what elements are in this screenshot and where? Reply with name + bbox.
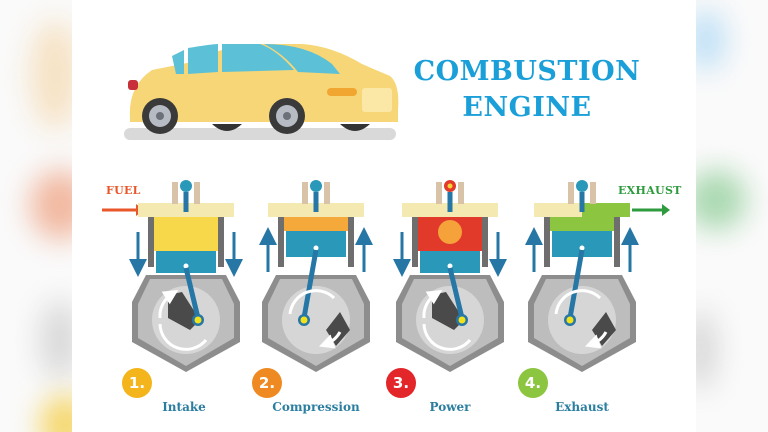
stroke-label-intake: Intake	[162, 400, 206, 414]
diagram-canvas: COMBUSTION ENGINE FUEL EXHAUST 1. 2. 3. …	[72, 0, 696, 432]
fuel-label: FUEL	[106, 184, 141, 197]
exhaust-arrow-icon	[632, 204, 670, 216]
stroke-label-compression: Compression	[272, 400, 360, 414]
cylinder-intake	[129, 180, 243, 372]
cylinder-power	[393, 180, 507, 372]
diagram-title: COMBUSTION ENGINE	[412, 54, 642, 126]
cylinder-compression	[259, 180, 373, 372]
stroke-label-power: Power	[429, 400, 471, 414]
stroke-badge-3: 3.	[386, 368, 416, 398]
title-line-2: ENGINE	[462, 92, 592, 123]
exhaust-label: EXHAUST	[618, 184, 682, 197]
car-icon	[124, 44, 399, 140]
blurred-left-margin	[0, 0, 72, 432]
blurred-right-margin	[696, 0, 768, 432]
stroke-badge-4: 4.	[518, 368, 548, 398]
fuel-arrow-icon	[102, 204, 144, 216]
stroke-badge-2: 2.	[252, 368, 282, 398]
diagram-graphics	[102, 44, 670, 372]
stroke-label-exhaust: Exhaust	[555, 400, 609, 414]
stroke-badge-1: 1.	[122, 368, 152, 398]
title-line-1: COMBUSTION	[413, 56, 641, 87]
cylinder-exhaust	[525, 180, 639, 372]
